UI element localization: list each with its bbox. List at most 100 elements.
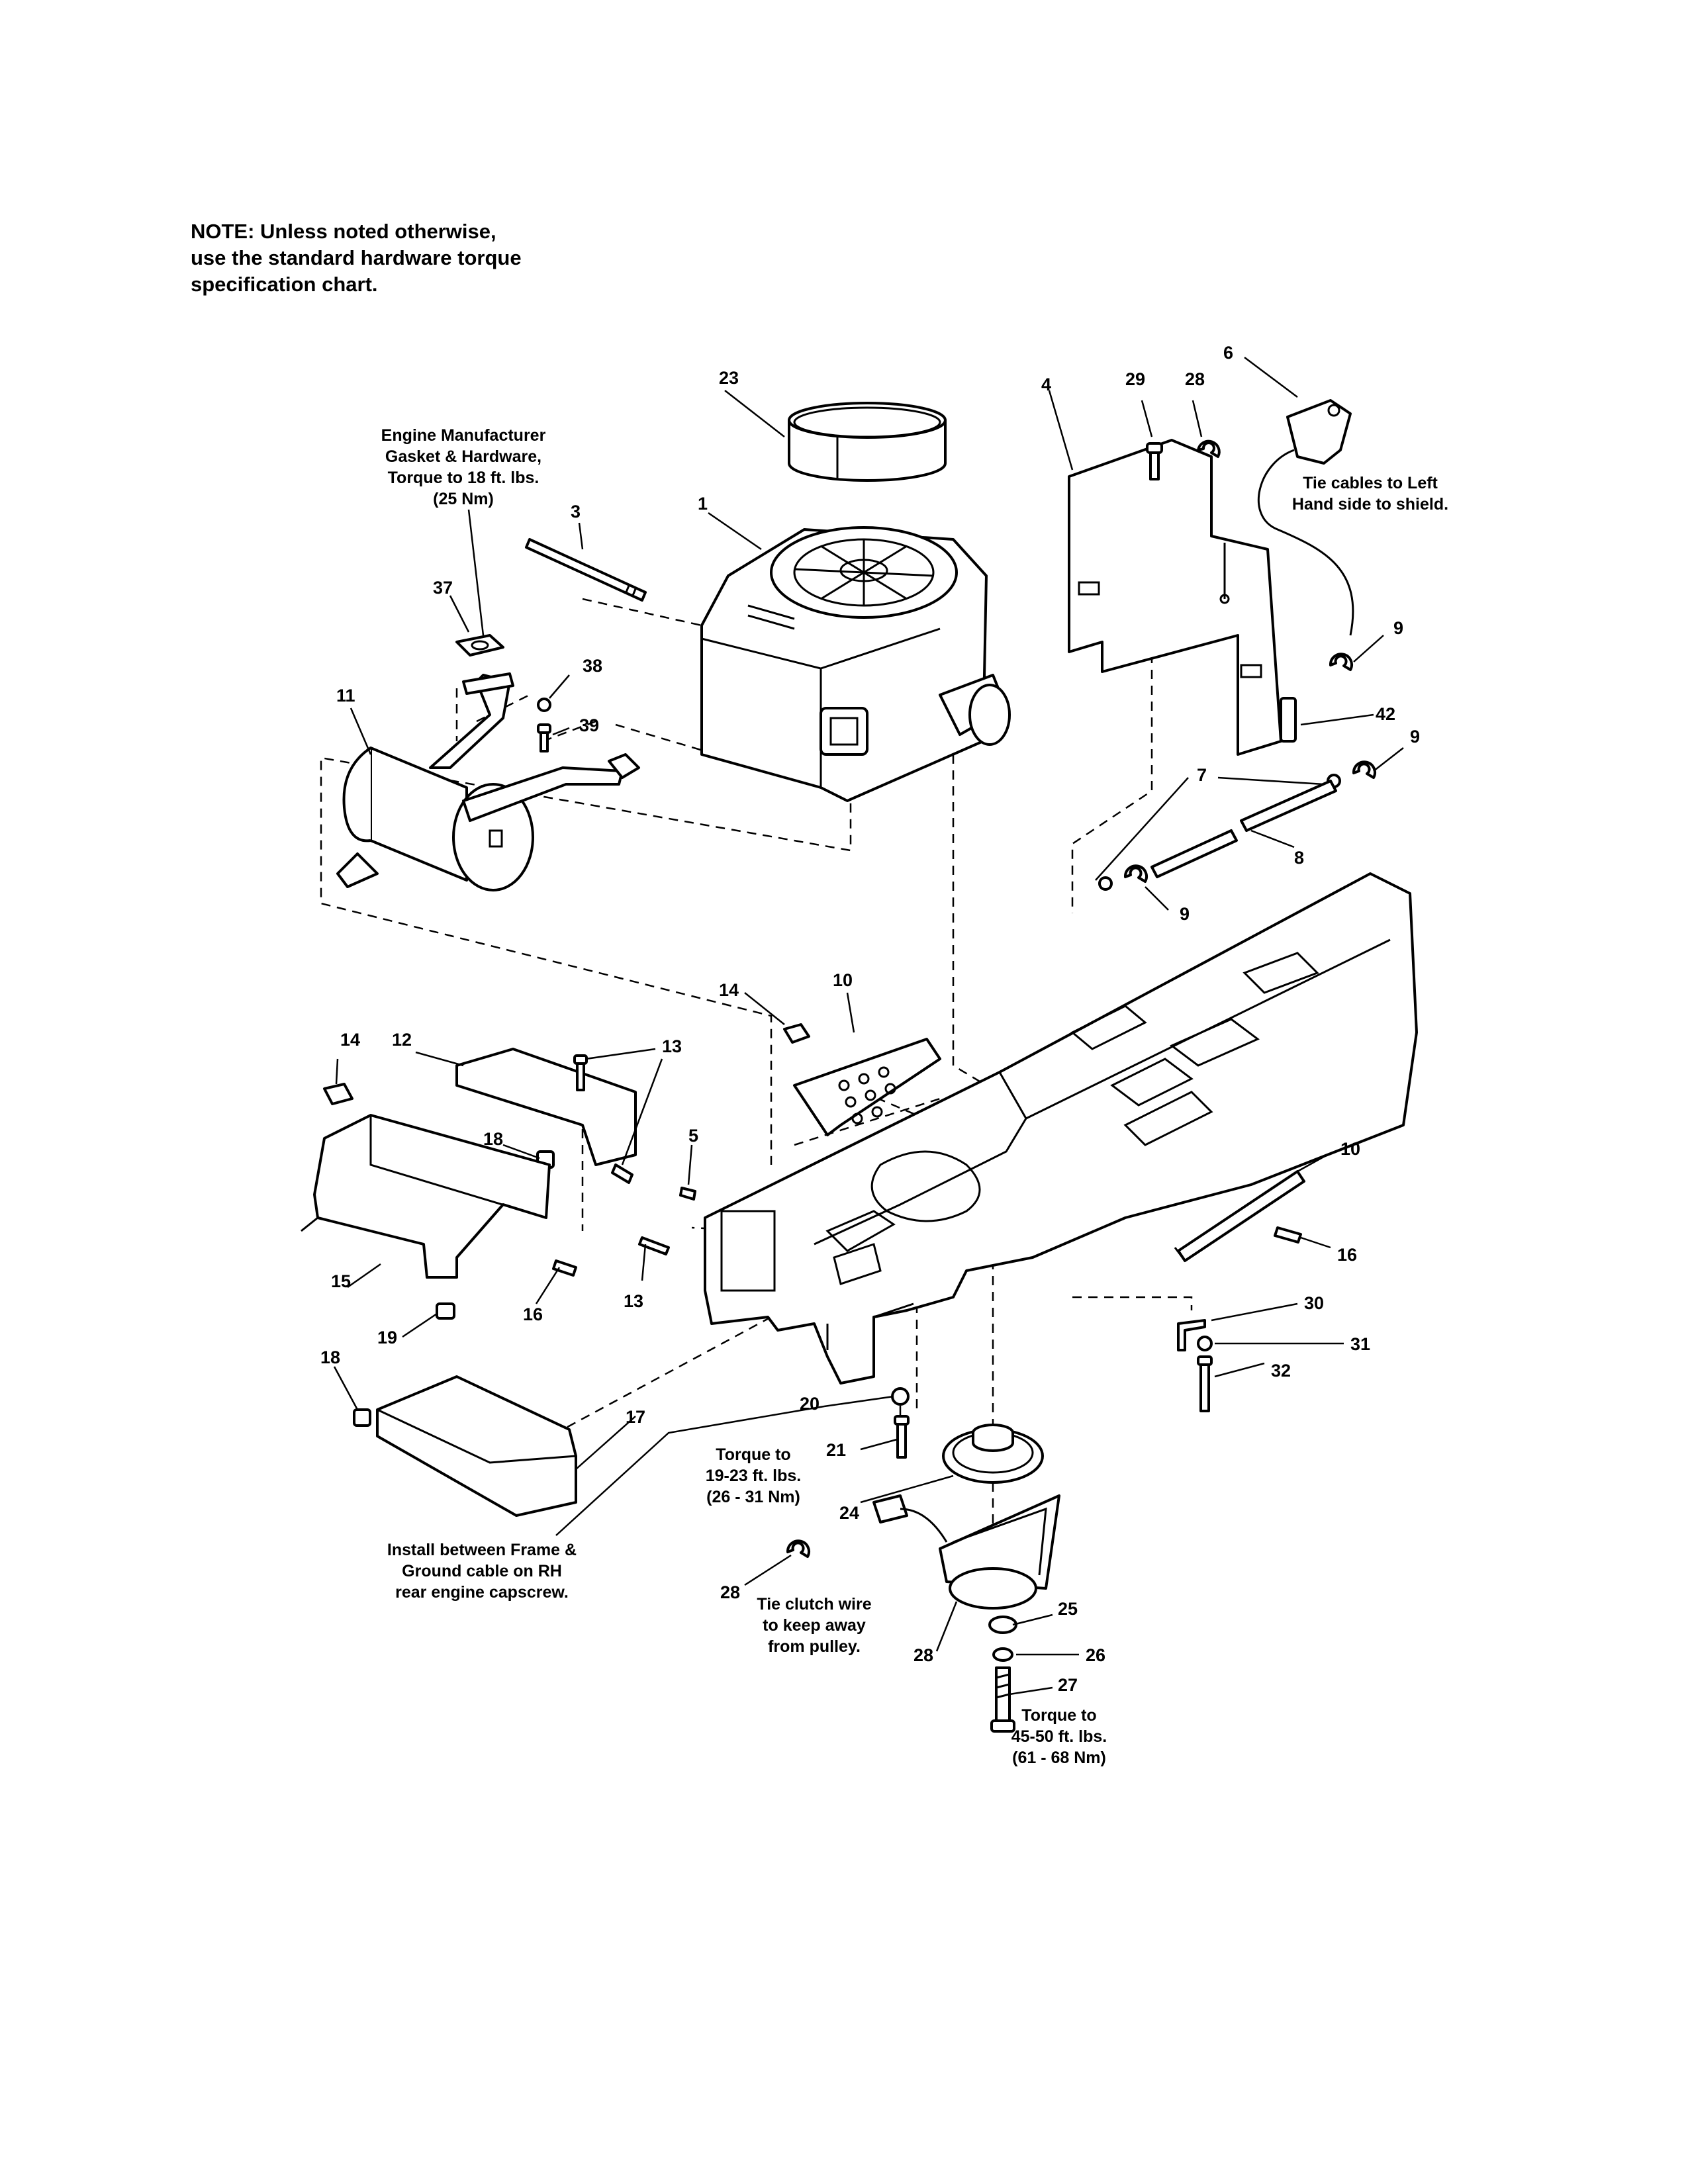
label-2: 23	[719, 368, 739, 388]
part-42-sleeve	[1280, 697, 1297, 743]
label-12: 12	[392, 1030, 412, 1050]
label-37: 37	[433, 578, 453, 598]
label-42: 42	[1376, 704, 1395, 724]
label-19: 19	[377, 1328, 397, 1347]
part-32-bolt	[1197, 1355, 1213, 1412]
callout-torque-45-50: Torque to 45-50 ft. lbs. (61 - 68 Nm)	[1011, 1706, 1107, 1767]
label-9-a: 9	[1393, 618, 1403, 638]
label-18-a: 18	[483, 1129, 503, 1149]
part-28-clip-lower	[786, 1539, 810, 1558]
label-10-side: 10	[1340, 1139, 1360, 1159]
label-27: 28	[914, 1645, 933, 1665]
label-21: 21	[826, 1440, 846, 1460]
torque-note: NOTE: Unless noted otherwise, use the st…	[191, 218, 654, 298]
torque-19-23-line-1: Torque to	[716, 1445, 790, 1464]
part-26-bolt	[990, 1666, 1015, 1733]
part-number-labels: 23 1 3 4 29 28 6 9 42 9 7 8 9 37 38 39 1…	[320, 343, 1420, 1695]
part-12-plate	[455, 1048, 637, 1166]
label-31: 31	[1350, 1334, 1370, 1354]
part-37-gasket	[455, 634, 504, 657]
part-25-washer	[992, 1647, 1013, 1662]
label-13-bottom: 13	[624, 1291, 643, 1311]
label-13-top: 13	[662, 1036, 682, 1056]
install-between-line-1: Install between Frame &	[387, 1541, 577, 1559]
label-9-c: 9	[1180, 904, 1190, 924]
part-13-bolt-b	[611, 1163, 633, 1184]
tie-clutch-line-1: Tie clutch wire	[757, 1595, 871, 1614]
torque-45-50-line-3: (61 - 68 Nm)	[1012, 1749, 1106, 1767]
install-between-line-2: Ground cable on RH	[402, 1562, 562, 1580]
label-8: 8	[1294, 848, 1304, 868]
label-14-left: 14	[340, 1030, 360, 1050]
part-2-band	[788, 402, 947, 482]
callout-torque-19-23: Torque to 19-23 ft. lbs. (26 - 31 Nm)	[706, 1445, 802, 1506]
callout-tie-clutch: Tie clutch wire to keep away from pulley…	[757, 1595, 871, 1656]
install-between-line-3: rear engine capscrew.	[395, 1583, 569, 1602]
note-line-1: NOTE: Unless noted otherwise,	[191, 220, 496, 243]
part-5-screw	[679, 1187, 696, 1201]
label-14-top: 14	[719, 980, 739, 1000]
label-23: 24	[839, 1503, 859, 1523]
part-19-nut	[436, 1302, 455, 1320]
part-14-nut-left	[323, 1083, 353, 1105]
part-23-pulley	[942, 1424, 1044, 1484]
torque-45-50-line-2: 45-50 ft. lbs.	[1011, 1727, 1107, 1746]
label-20: 20	[800, 1394, 820, 1414]
torque-45-50-line-1: Torque to	[1021, 1706, 1096, 1725]
engine-gasket-line-4: (25 Nm)	[433, 490, 494, 508]
part-27-clutch	[872, 1494, 1060, 1610]
part-29-bolt	[1146, 442, 1163, 480]
label-9-b: 9	[1410, 727, 1420, 747]
label-5: 5	[688, 1126, 698, 1146]
part-15-shield	[301, 1114, 551, 1279]
part-24-spacer	[988, 1615, 1017, 1634]
part-10-bracket-top	[793, 1038, 941, 1136]
part-30-clip	[1177, 1319, 1206, 1351]
part-21-bolt	[894, 1415, 910, 1459]
note-line-2: use the standard hardware torque	[191, 246, 522, 269]
part-20-washer	[891, 1387, 910, 1406]
part-31-washer	[1197, 1336, 1213, 1351]
part-39-bolt	[537, 723, 551, 752]
label-30: 30	[1304, 1293, 1324, 1313]
label-1: 1	[698, 494, 708, 514]
leader-lines	[333, 357, 1404, 1696]
part-8-hose	[1150, 780, 1337, 878]
label-3: 3	[571, 502, 581, 522]
label-7: 7	[1197, 765, 1207, 785]
label-4: 4	[1041, 375, 1051, 394]
torque-19-23-line-3: (26 - 31 Nm)	[706, 1488, 800, 1506]
label-28-lower: 28	[720, 1582, 740, 1602]
label-28-top: 28	[1185, 369, 1205, 389]
part-3-stud	[525, 538, 647, 602]
part-11-muffler	[336, 672, 640, 891]
tie-clutch-line-3: from pulley.	[768, 1637, 861, 1656]
engine-gasket-line-1: Engine Manufacturer	[381, 426, 546, 445]
part-13-bolt-c	[638, 1236, 670, 1255]
part-7-connector-b	[1098, 876, 1113, 891]
tie-cables-line-1: Tie cables to Left	[1303, 474, 1438, 492]
callout-install-between: Install between Frame & Ground cable on …	[387, 1541, 577, 1602]
label-16-b: 16	[1337, 1245, 1357, 1265]
label-6: 6	[1223, 343, 1233, 363]
label-18-b: 18	[320, 1347, 340, 1367]
callout-tie-cables: Tie cables to Left Hand side to shield.	[1292, 474, 1448, 514]
label-25: 26	[1086, 1645, 1105, 1665]
part-16-bolt-b	[1274, 1226, 1302, 1244]
engine-gasket-line-3: Torque to 18 ft. lbs.	[388, 469, 539, 487]
note-line-3: specification chart.	[191, 273, 378, 296]
part-38-washer	[537, 698, 551, 712]
part-17-bottom-shield	[376, 1375, 577, 1517]
label-38: 38	[583, 656, 602, 676]
part-1-engine	[700, 526, 1011, 802]
part-16-bolt-a	[552, 1259, 577, 1277]
part-14-nut-top	[783, 1023, 810, 1044]
part-10-bracket-side	[1174, 1170, 1305, 1262]
part-9-clamp-c	[1123, 864, 1148, 883]
label-15: 15	[331, 1271, 351, 1291]
part-18-nut-b	[353, 1408, 371, 1427]
label-17: 17	[626, 1407, 645, 1427]
part-6-control	[1258, 399, 1354, 636]
